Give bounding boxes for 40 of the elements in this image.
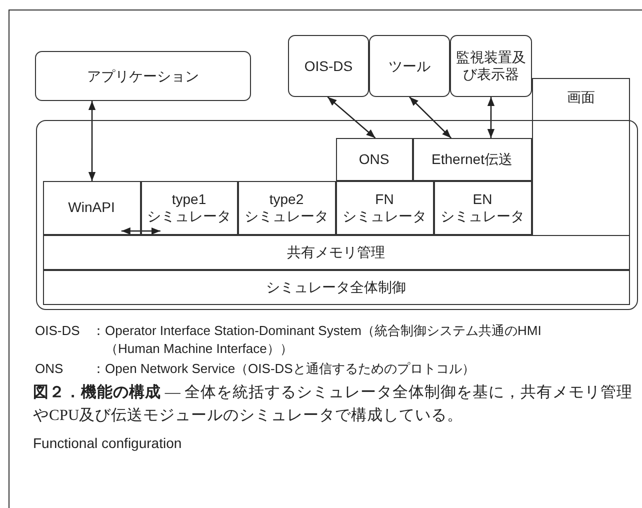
node-label: 監視装置及び表示器: [455, 49, 527, 83]
node-label: EN シミュレータ: [440, 190, 526, 224]
node-label: ツール: [388, 58, 430, 74]
double-arrow: [327, 96, 376, 138]
double-arrow: [121, 227, 160, 235]
block-box: [434, 180, 532, 234]
node-label: FN シミュレータ: [342, 190, 428, 224]
node-label: 共有メモリ管理: [287, 244, 385, 260]
block-box: [238, 180, 336, 234]
abbreviation: OIS-DS: [35, 322, 81, 340]
abbreviation: ONS: [35, 360, 64, 378]
node-label: type1 シミュレータ: [146, 190, 232, 224]
rounded-box: [288, 35, 369, 97]
node-label: WinAPI: [68, 199, 115, 216]
double-arrow: [409, 96, 452, 138]
block-box: [336, 138, 412, 180]
block-box: [42, 180, 140, 234]
double-arrow: [88, 101, 96, 181]
block-box: [140, 180, 238, 234]
block-box: [42, 234, 630, 270]
node-label: 画面: [567, 89, 595, 106]
block-box: [42, 270, 630, 304]
node-label: ONS: [358, 150, 390, 168]
abbreviation-definition: ：Open Network Service（OIS-DSと通信するためのプロトコル）: [92, 360, 476, 378]
node-label: type2 シミュレータ: [244, 190, 330, 224]
figure-caption: 図２．機能の構成 — 全体を統括するシミュレータ全体制御を基に，共有メモリ管理やCPU及び伝送モジュールのシミュレータで構成している。: [33, 382, 634, 426]
container-box: [36, 120, 638, 310]
english-caption: Functional configuration: [33, 434, 183, 453]
node-label: OIS-DS: [304, 58, 353, 74]
node-label: シミュレータ全体制御: [266, 278, 406, 296]
rounded-box: [369, 35, 450, 97]
node-label: Ethernet伝送: [432, 150, 512, 168]
rounded-box: [35, 51, 251, 101]
block-box: [336, 180, 434, 234]
double-arrow: [487, 97, 495, 138]
screen-box: [532, 78, 630, 235]
block-box: [412, 138, 532, 180]
rounded-box: [450, 35, 532, 97]
node-label: アプリケーション: [87, 68, 199, 84]
abbreviation-definition: ：Operator Interface Station-Dominant System（統合制御システム共通のHMI（Human Machine Interface））: [92, 322, 542, 358]
